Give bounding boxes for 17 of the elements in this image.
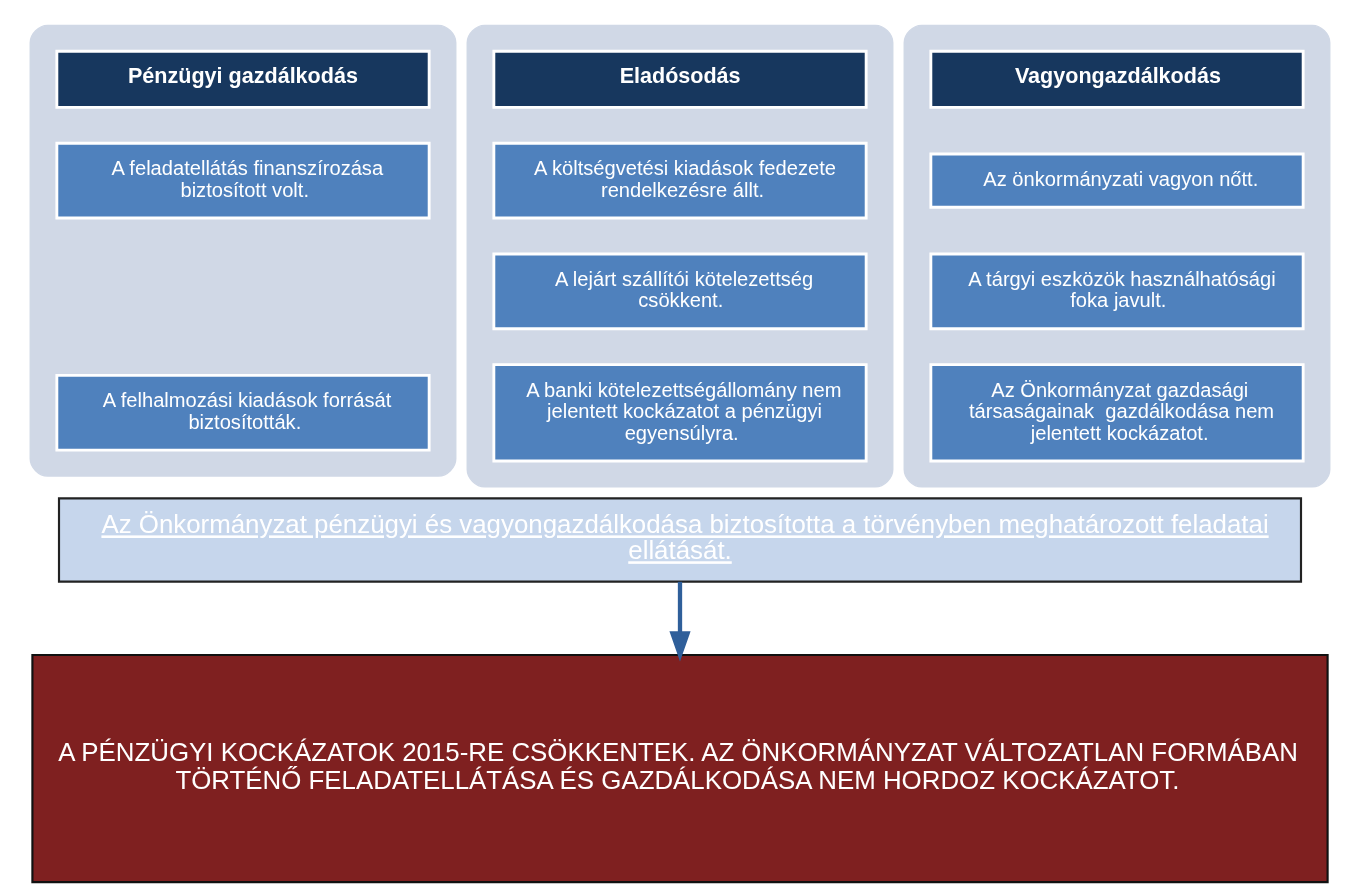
node-box: Az önkormányzati vagyon nőtt. bbox=[929, 152, 1305, 209]
node-box: A banki kötelezettségállomány nem jelentett kockázatot a pénzügyi egyensúlyra. bbox=[492, 363, 868, 463]
node-box: Az Önkormányzat gazdasági társaságainak gazdálkodása nem jelentett kockázatot. bbox=[929, 363, 1305, 463]
node-box: A tárgyi eszközök használhatósági foka javult. bbox=[929, 252, 1305, 331]
node-box: Pénzügyi gazdálkodás bbox=[55, 49, 431, 109]
arrow bbox=[669, 581, 691, 662]
node-box: Vagyongazdálkodás bbox=[929, 49, 1305, 109]
node-box: Az Önkormányzat pénzügyi és vagyongazdálkodása biztosította a törvényben meghatározott feladatai ellátását. bbox=[57, 497, 1303, 583]
node-box: A költségvetési kiadások fedezete rendelkezésre állt. bbox=[492, 141, 868, 220]
cluster bbox=[466, 24, 894, 488]
node-box: A felhalmozási kiadások forrását biztosították. bbox=[55, 373, 431, 452]
cluster bbox=[903, 24, 1331, 488]
node-box: A PÉNZÜGYI KOCKÁZATOK 2015-RE CSÖKKENTEK. AZ ÖNKORMÁNYZAT VÁLTOZATLAN FORMÁBAN TÖRTÉNŐ FELADATELLÁTÁSA ÉS GAZDÁLKODÁSA NEM HORDOZ KOCKÁZATOT. bbox=[31, 653, 1329, 884]
node-box: A feladatellátás finanszírozása biztosított volt. bbox=[55, 141, 431, 220]
node-box: A lejárt szállítói kötelezettség csökkent. bbox=[492, 252, 868, 331]
node-box: Eladósodás bbox=[492, 49, 868, 109]
cluster bbox=[29, 24, 457, 477]
